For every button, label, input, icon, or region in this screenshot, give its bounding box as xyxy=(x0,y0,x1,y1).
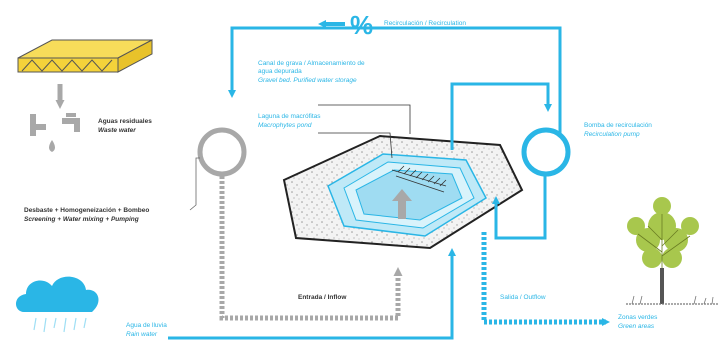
rain-water-label-en: Rain water xyxy=(126,331,158,338)
recirculation-pump-circle xyxy=(521,127,571,177)
mixing-tank-circle xyxy=(197,127,247,177)
pretreatment-label-en: Screening + Water mixing + Pumping xyxy=(24,216,139,223)
lagoon-label-en: Macrophytes pond xyxy=(258,122,312,129)
gravel-channel-label-es-2: agua depurada xyxy=(258,68,302,75)
inflow-path xyxy=(219,176,403,321)
faucet-icon xyxy=(30,113,80,152)
recirculation-pump-label-en: Recirculation pump xyxy=(584,131,640,138)
wetland-basin xyxy=(282,134,524,250)
rain-cloud-icon xyxy=(16,276,99,333)
macrophyte-plants xyxy=(391,165,447,193)
pretreatment-label-es: Desbaste + Homogeneización + Bombeo xyxy=(24,207,150,214)
lagoon-leader-line xyxy=(318,132,393,159)
gravel-channel-label-es-1: Canal de grava / Almacenamiento de xyxy=(258,60,365,67)
green-areas-label-es: Zonas verdes xyxy=(618,314,658,321)
rain-water-pipe xyxy=(168,248,456,340)
recirculation-percent-symbol: % xyxy=(350,10,374,40)
tree-icon xyxy=(626,197,718,305)
recirculation-pump-label-es: Bomba de recirculación xyxy=(584,122,652,129)
lagoon-label-es: Laguna de macrófitas xyxy=(258,113,321,120)
gravel-leader-line xyxy=(318,104,411,134)
gravel-channel-label-en: Gravel bed. Purified water storage xyxy=(258,77,357,84)
recirculation-loop xyxy=(228,26,562,154)
storage-to-pump-pipe xyxy=(450,82,552,150)
waste-water-label-es: Aguas residuales xyxy=(98,118,152,125)
inflow-label: Entrada / Inflow xyxy=(298,294,347,301)
green-areas-label-en: Green areas xyxy=(618,323,655,330)
pump-return-pipe xyxy=(492,175,547,240)
waste-water-label-en: Waste water xyxy=(98,127,136,134)
outflow-label: Salida / Outflow xyxy=(500,294,546,301)
outflow-path xyxy=(481,232,610,326)
roof-collector-icon xyxy=(17,39,153,73)
recirculation-label: Recirculación / Recirculation xyxy=(384,20,467,27)
rain-water-label-es: Agua de lluvia xyxy=(126,322,167,329)
pretreatment-leader-line xyxy=(189,157,200,211)
